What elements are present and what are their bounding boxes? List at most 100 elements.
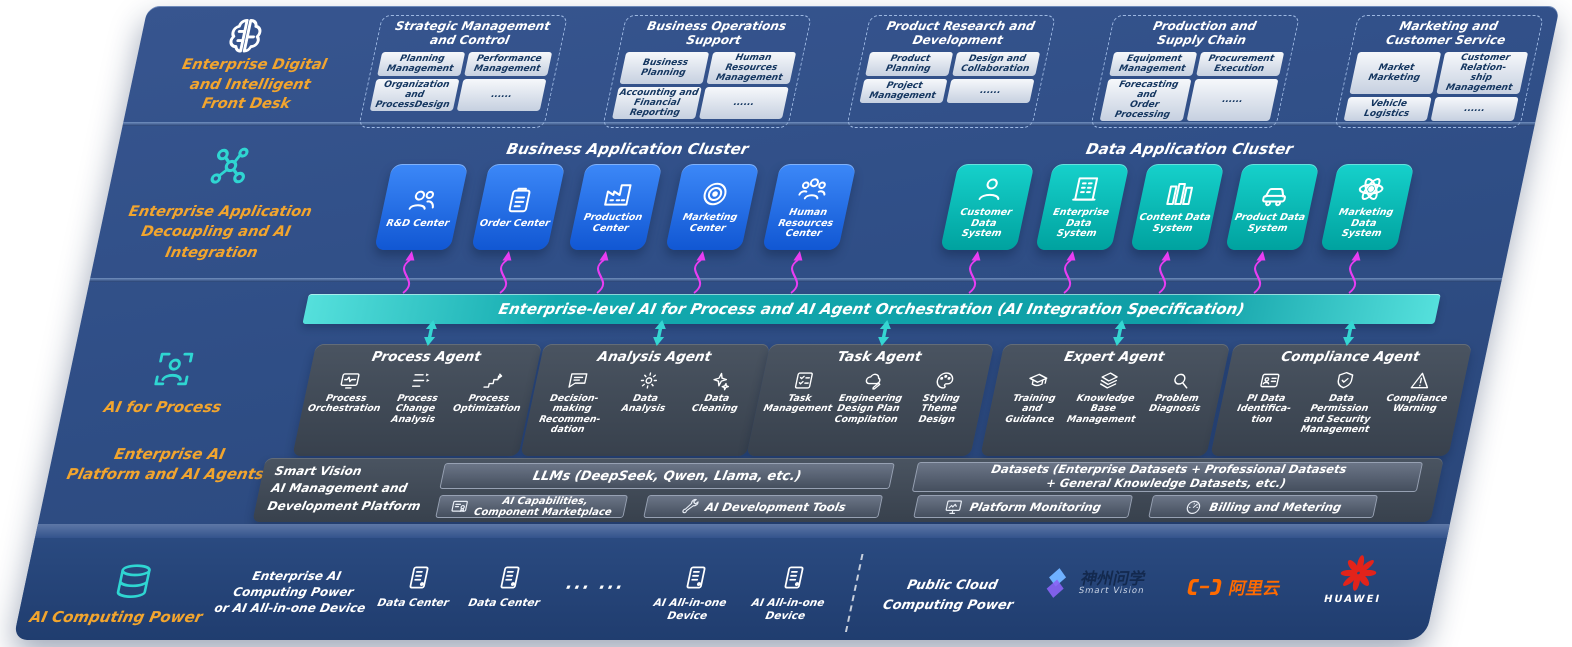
app-button-label: Production Center: [582, 212, 644, 234]
training-guidance-icon: [1025, 370, 1050, 391]
front-desk-group-production-supply: Production and Supply Chain Equipment Ma…: [1090, 15, 1301, 129]
orchestration-bar: Enterprise-level AI for Process and AI A…: [302, 294, 1441, 324]
front-desk-capability: Human Resources Management: [706, 52, 797, 85]
front-desk-capability: Procurement Execution: [1196, 52, 1285, 76]
agent-analysis: Analysis Agent Decision- making Recommen…: [520, 344, 771, 456]
agent-title: Compliance Agent: [1279, 349, 1422, 365]
vendor-alibaba-cloud: 阿里云: [1184, 574, 1283, 599]
front-desk-group-title: Product Research and Development: [885, 19, 1037, 47]
front-desk-group-business-ops: Business Operations Support Business Pla…: [602, 15, 813, 129]
compliance-warning-icon: [1408, 370, 1433, 391]
user-icon: [973, 174, 1009, 204]
device-ellipsis: ··· ···: [562, 578, 626, 598]
vendor-huawei: HUAWEI: [1323, 554, 1391, 605]
agent-compliance: Compliance Agent PI Data Identifica- tio…: [1210, 344, 1473, 456]
data-system-label: Product Data System: [1233, 212, 1307, 234]
agent-item-label: Problem Diagnosis: [1147, 393, 1202, 415]
car-icon: [1257, 179, 1293, 209]
building-icon: [1068, 174, 1104, 204]
front-desk-capability: Equipment Management: [1109, 52, 1198, 76]
app-button-label: Marketing Center: [681, 212, 739, 234]
app-layer-label: Enterprise Application Decoupling and AI…: [127, 204, 314, 261]
agent-item-label: Process Orchestration: [306, 393, 382, 415]
data-system-label: Content Data System: [1138, 212, 1212, 234]
shelf-edge: [34, 524, 1450, 538]
front-desk-groups: Strategic Management and Control Plannin…: [358, 15, 1545, 129]
front-desk-capability: Business Planning: [619, 52, 710, 85]
server-icon: [493, 564, 526, 591]
brain-icon: [219, 14, 272, 58]
task-management-icon: [791, 370, 816, 391]
front-desk-group-strategic: Strategic Management and Control Plannin…: [358, 15, 569, 129]
data-system-label: Enterprise Data System: [1052, 206, 1111, 240]
dashed-divider: [844, 554, 864, 632]
data-system-marketing: Marketing Data System: [1320, 164, 1415, 250]
app-button-rd-center: R&D Center: [374, 164, 469, 250]
data-cluster-heading: Data Application Cluster: [1084, 140, 1295, 158]
front-desk-group-title: Production and Supply Chain: [1151, 19, 1258, 47]
front-desk-capability: Planning Management: [377, 52, 466, 76]
front-desk-capability: Design and Collaboration: [952, 52, 1041, 76]
front-desk-capability: Performance Management: [464, 52, 553, 76]
agent-item-label: Training and Guidance: [1004, 393, 1057, 425]
certificate-icon: [448, 498, 470, 516]
database-icon: [107, 562, 160, 602]
target-icon: [697, 179, 733, 209]
ai-dev-tools-box: AI Development Tools: [643, 495, 884, 518]
front-desk-group-marketing-service: Marketing and Customer Service Market Ma…: [1334, 15, 1545, 129]
front-desk-group-title: Marketing and Customer Service: [1384, 19, 1507, 47]
problem-diagnosis-icon: [1168, 370, 1193, 391]
monitor-icon: [943, 498, 965, 516]
agent-item-label: Task Management: [762, 393, 834, 415]
front-desk-capability: Product Planning: [865, 52, 954, 76]
front-desk-capability: Project Management: [859, 79, 948, 103]
data-system-product: Product Data System: [1225, 164, 1320, 250]
agent-item-label: Data Cleaning: [690, 393, 739, 415]
vendor-name: 阿里云: [1226, 579, 1283, 599]
tool-label: AI Capabilities, Component Marketplace: [473, 495, 613, 518]
public-cloud-label: Public Cloud Computing Power: [881, 578, 1015, 613]
business-cluster-heading: Business Application Cluster: [504, 140, 751, 158]
decision-recommendation-icon: [565, 370, 590, 391]
front-desk-capability-ellipsis: ......: [1186, 79, 1279, 122]
agent-item-label: Process Change Analysis: [390, 393, 439, 425]
files-icon: [1162, 179, 1198, 209]
vendor-subname: Smart Vision: [1077, 586, 1146, 597]
front-desk-capability-ellipsis: ......: [1430, 97, 1519, 122]
vendor-smart-vision: 神州问学 Smart Vision: [1036, 566, 1150, 600]
agent-title: Analysis Agent: [596, 349, 713, 365]
front-desk-capability-ellipsis: ......: [456, 79, 547, 112]
device-data-center: Data Center: [364, 564, 470, 610]
front-desk-capability: Vehicle Logistics: [1343, 97, 1432, 122]
device-ai-all-in-one: AI All-in-one Device: [638, 564, 746, 622]
molecule-icon: [203, 144, 259, 190]
tool-label: Billing and Metering: [1208, 499, 1343, 514]
app-button-production-center: Production Center: [568, 164, 663, 250]
front-desk-group-title: Strategic Management and Control: [393, 19, 552, 47]
band-divider: [89, 278, 1503, 282]
agent-item-label: Decision- making Recommen- dation: [538, 393, 602, 436]
front-desk-capability-ellipsis: ......: [698, 87, 789, 120]
llms-label: LLMs (DeepSeek, Qwen, Llama, etc.): [531, 468, 803, 484]
tool-label: AI Development Tools: [703, 499, 848, 514]
server-icon: [402, 564, 435, 591]
front-desk-capability: Market Marketing: [1349, 52, 1442, 95]
agent-expert: Expert Agent Training and Guidance Knowl…: [980, 344, 1231, 456]
agent-item-label: Compliance Warning: [1385, 393, 1449, 415]
clipboard-icon: [502, 185, 538, 215]
agent-item-label: PI Data Identifica- tion: [1236, 393, 1293, 425]
agent-item-label: Styling Theme Design: [917, 393, 961, 425]
app-button-marketing-center: Marketing Center: [665, 164, 760, 250]
data-permission-security-icon: [1333, 370, 1358, 391]
front-desk-group-title: Business Operations Support: [645, 19, 788, 47]
band-divider: [122, 122, 1536, 126]
process-change-analysis-icon: [409, 370, 434, 391]
computing-band: AI Computing Power Enterprise AI Computi…: [13, 538, 1447, 640]
ai-platform-box: Smart Vision AI Management and Developme…: [252, 458, 1444, 522]
ai-computing-power-label: AI Computing Power: [27, 608, 205, 626]
process-orchestration-icon: [337, 370, 362, 391]
front-desk-capability: Organization and ProcessDesign: [369, 79, 460, 112]
app-button-order-center: Order Center: [471, 164, 566, 250]
device-label: AI All-in-one Device: [652, 597, 728, 622]
